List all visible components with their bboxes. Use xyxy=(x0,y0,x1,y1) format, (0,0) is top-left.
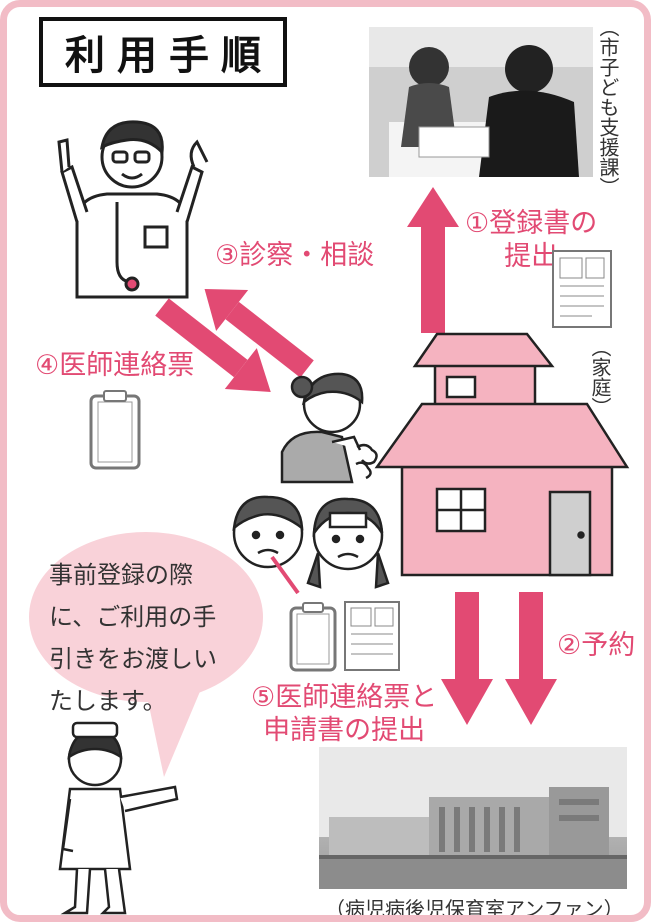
step-1-arrow xyxy=(407,187,459,333)
nurse-icon xyxy=(58,721,179,915)
speech-bubble-shape xyxy=(29,532,263,777)
document-icon-2 xyxy=(344,601,400,671)
title-box: 利用手順 xyxy=(39,17,287,87)
sick-child-icon xyxy=(280,372,378,484)
clipboard-icon-2 xyxy=(289,602,337,672)
step-2-arrow xyxy=(505,592,557,725)
step-4-label: ④医師連絡票 xyxy=(35,350,195,381)
step-3-label: ③診察・相談 xyxy=(215,240,375,271)
house-icon xyxy=(374,332,630,577)
city-office-label: （市子ども支援課） xyxy=(596,17,620,197)
step-5-label: ⑤医師連絡票と 申請書の提出 xyxy=(251,682,438,746)
step-5-arrow xyxy=(441,592,493,725)
step-2-label: ②予約 xyxy=(557,630,636,661)
step-3-arrow xyxy=(204,288,314,378)
city-office-photo xyxy=(369,27,593,177)
document-icon xyxy=(552,250,612,328)
page-title: 利用手順 xyxy=(65,33,273,79)
speech-bubble-text: 事前登録の際に、ご利用の手引きをお渡しいたします。 xyxy=(49,561,217,715)
step-4-arrow xyxy=(155,298,271,392)
children-icon xyxy=(232,495,390,595)
arrows-layer xyxy=(155,187,557,725)
nursery-label: （病児病後児保育室アンファン） xyxy=(325,897,624,921)
step-1-label: ①登録書の 提出 xyxy=(465,208,598,272)
clipboard-icon xyxy=(89,390,141,470)
doctor-icon xyxy=(57,120,209,299)
nursery-photo xyxy=(319,747,627,889)
home-label: （家庭） xyxy=(588,337,612,417)
